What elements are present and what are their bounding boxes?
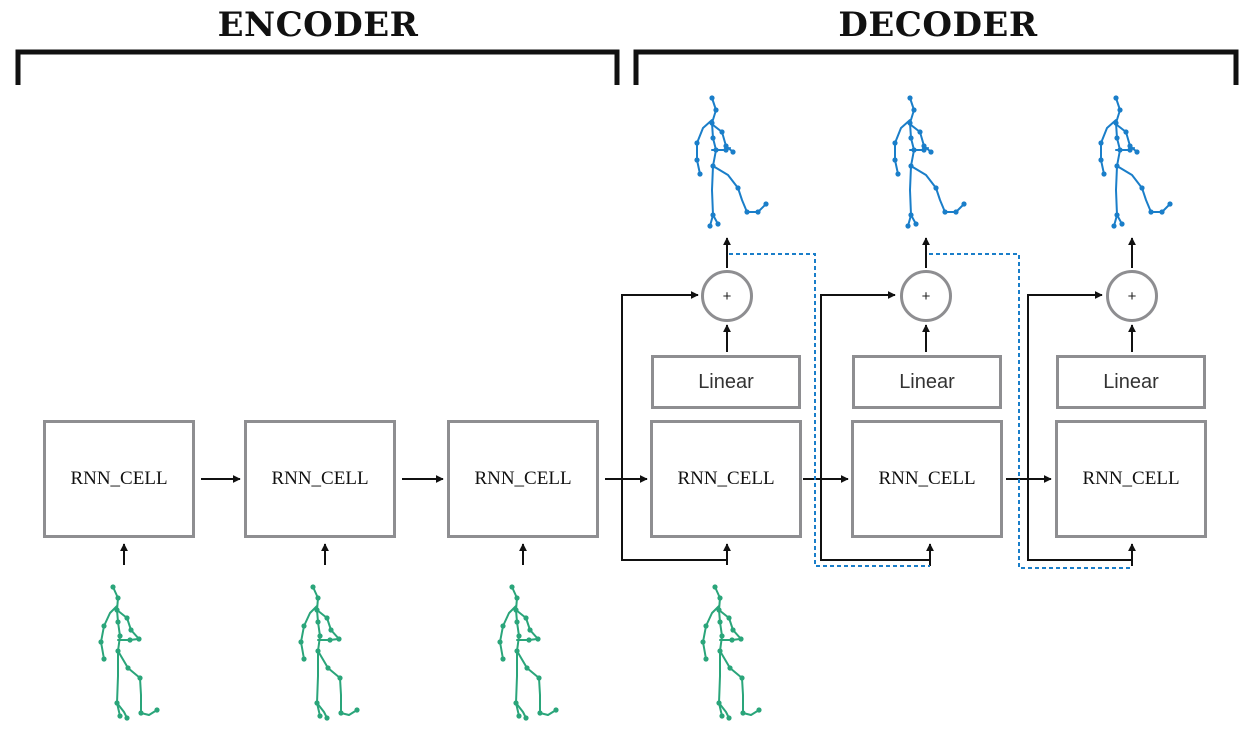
decoder-heading: DECODER [838,5,1038,45]
decoder-rnn-cell-2: RNN_CELL [851,420,1003,538]
feedback-path-2 [929,253,1132,569]
output-pose-1 [693,94,770,230]
encoder-rnn-cell-2: RNN_CELL [244,420,396,538]
encoder-rnn-cell-3: RNN_CELL [447,420,599,538]
input-pose-4 [699,583,763,722]
decoder-bracket [633,49,1239,85]
residual-add-node-1: + [701,270,753,322]
residual-loop-2 [820,291,930,561]
input-pose-1 [97,583,161,722]
encoder-rnn-cell-1: RNN_CELL [43,420,195,538]
residual-loop-3 [1027,291,1132,561]
encoder-bracket [15,49,620,85]
residual-loop-1 [621,291,727,561]
linear-block-2: Linear [852,355,1002,409]
input-pose-3 [496,583,560,722]
residual-add-node-3: + [1106,270,1158,322]
encoder-heading: ENCODER [217,5,419,45]
feedback-path-1 [729,253,930,567]
input-pose-2 [297,583,361,722]
residual-add-node-2: + [900,270,952,322]
linear-block-3: Linear [1056,355,1206,409]
output-pose-3 [1097,94,1174,230]
linear-block-1: Linear [651,355,801,409]
output-pose-2 [891,94,968,230]
decoder-rnn-cell-1: RNN_CELL [650,420,802,538]
decoder-rnn-cell-3: RNN_CELL [1055,420,1207,538]
